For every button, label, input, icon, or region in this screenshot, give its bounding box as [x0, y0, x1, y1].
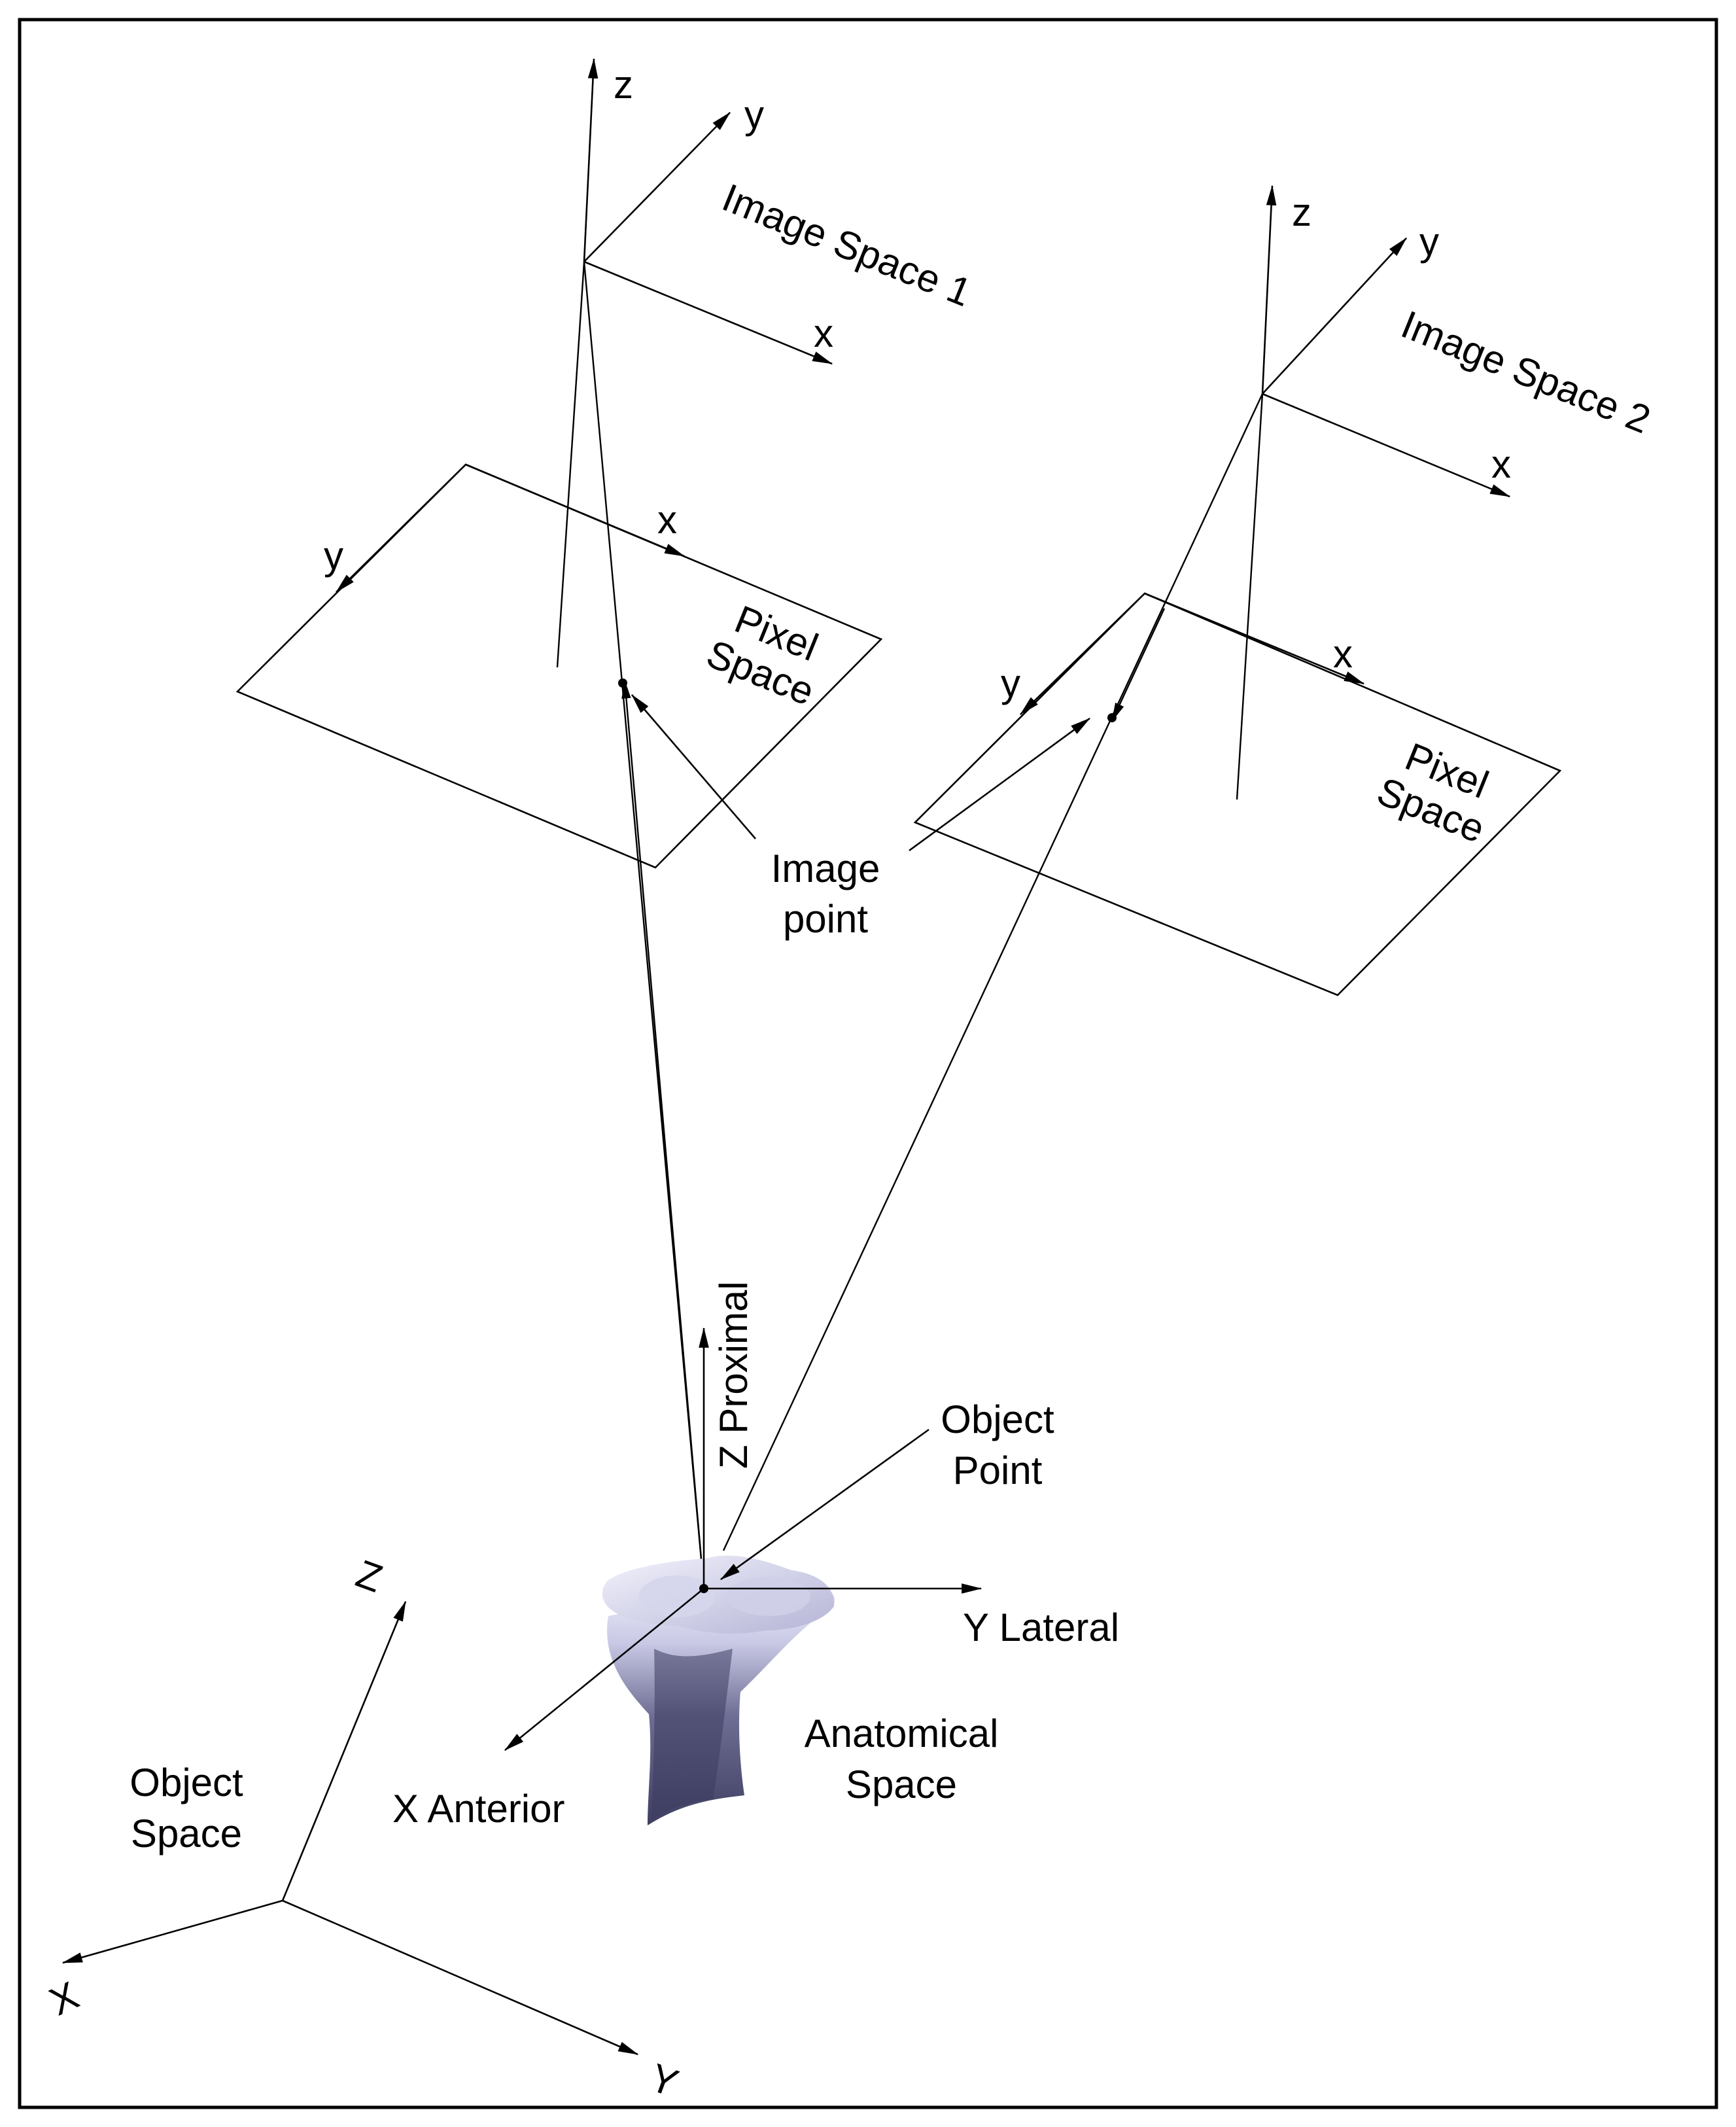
object-space-x-label: X — [43, 1973, 86, 2024]
image-space-1-z-label: z — [614, 63, 633, 107]
image-space-1: z y x Image Space 1 — [556, 58, 977, 668]
pixel-space-2: x y Pixel Space — [913, 592, 1562, 996]
object-space-label-line2: Space — [131, 1812, 242, 1855]
object-point-dot — [699, 1584, 708, 1593]
image-space-1-title: Image Space 1 — [716, 175, 977, 315]
image-point-leader-1 — [631, 694, 756, 839]
image-space-2: z y x Image Space 2 — [1236, 185, 1656, 800]
image-space-1-focal-line — [556, 261, 585, 668]
bone-medial-condyle — [639, 1575, 715, 1617]
anatomical-space: Z Proximal Y Lateral X Anterior Anatomic… — [392, 1281, 1119, 1831]
pixel-space-1-x-axis — [465, 463, 686, 557]
image-point-1-dot — [618, 678, 627, 688]
image-space-1-x-axis — [583, 260, 833, 365]
projection-ray-2-arrow — [1111, 608, 1166, 722]
object-point-leader — [720, 1428, 929, 1581]
image-space-1-y-axis — [583, 112, 731, 262]
pixel-space-2-plane — [913, 592, 1562, 996]
image-point-label-line2: point — [783, 897, 868, 941]
pixel-space-1-y-label: y — [324, 534, 343, 578]
tibia-bone-render — [602, 1555, 835, 1825]
anatomical-x-label: X Anterior — [392, 1787, 564, 1831]
anatomical-space-label-line2: Space — [846, 1763, 957, 1806]
bone-shadow — [651, 1649, 733, 1820]
object-space-z-axis — [281, 1600, 407, 1901]
image-space-1-y-label: y — [744, 93, 764, 137]
image-space-2-z-label: z — [1292, 190, 1311, 234]
object-point-label-line1: Object — [941, 1397, 1054, 1441]
projection-ray-2 — [722, 393, 1264, 1551]
pixel-space-1-x-label: x — [657, 498, 677, 542]
pixel-space-1-plane — [235, 463, 883, 869]
image-point-leader-2 — [909, 717, 1091, 852]
object-space-y-axis — [282, 1899, 639, 2056]
image-space-2-x-label: x — [1491, 442, 1511, 486]
image-space-2-x-axis — [1262, 393, 1511, 498]
projection-ray-1-back — [621, 679, 705, 1589]
figure-frame — [18, 18, 1718, 2109]
pixel-space-1-y-axis — [336, 464, 466, 593]
pixel-space-2-y-label: y — [1001, 661, 1020, 705]
image-point-2-dot — [1107, 713, 1117, 722]
object-point-label-line2: Point — [953, 1449, 1043, 1492]
object-point-callout: Object Point — [720, 1397, 1054, 1581]
bone-lateral-condyle — [727, 1577, 810, 1616]
pixel-space-2-x-label: x — [1333, 632, 1353, 676]
image-space-2-z-axis — [1261, 185, 1277, 395]
object-space: Z X Y Object Space — [43, 1551, 684, 2105]
image-space-1-z-axis — [583, 58, 599, 262]
pixel-space-2-x-axis — [1144, 592, 1365, 685]
image-point-label-line1: Image — [771, 847, 880, 890]
object-space-x-axis — [61, 1899, 283, 1964]
object-space-z-label: Z — [351, 1551, 388, 1600]
object-space-label-line1: Object — [130, 1761, 243, 1804]
anatomical-z-label: Z Proximal — [712, 1281, 755, 1469]
image-space-1-x-label: x — [814, 311, 833, 355]
image-point-callout: Image point — [631, 694, 1091, 941]
anatomical-x-axis — [504, 1587, 704, 1751]
image-space-2-y-label: y — [1419, 220, 1439, 264]
image-space-2-title: Image Space 2 — [1395, 302, 1656, 442]
object-space-y-label: Y — [644, 2055, 684, 2105]
pixel-space-2-y-axis — [1020, 593, 1145, 715]
image-space-2-y-axis — [1262, 237, 1407, 395]
image-space-2-focal-line — [1236, 393, 1264, 800]
anatomical-space-label-line1: Anatomical — [805, 1712, 999, 1755]
anatomical-y-label: Y Lateral — [963, 1606, 1119, 1649]
pixel-space-1: x y Pixel Space — [235, 463, 883, 869]
